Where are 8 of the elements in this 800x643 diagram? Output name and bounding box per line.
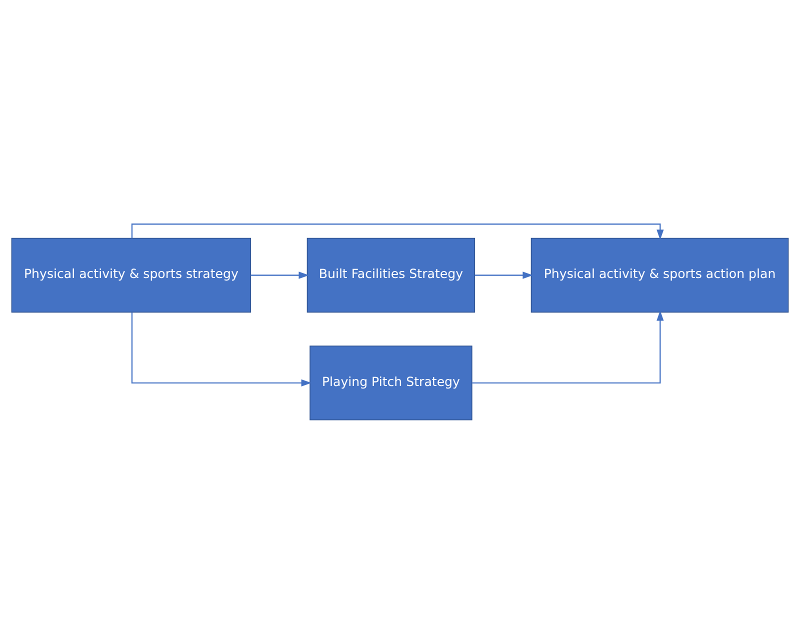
node-box: Built Facilities Strategy	[306, 237, 476, 312]
node-box: Physical activity & sports strategy	[11, 237, 252, 312]
arrow	[472, 310, 664, 383]
arrow	[250, 271, 309, 278]
arrow	[474, 271, 533, 278]
arrow	[131, 312, 312, 386]
node-box: Playing Pitch Strategy	[310, 345, 472, 420]
node-box: Physical activity & sports action plan	[530, 237, 789, 312]
